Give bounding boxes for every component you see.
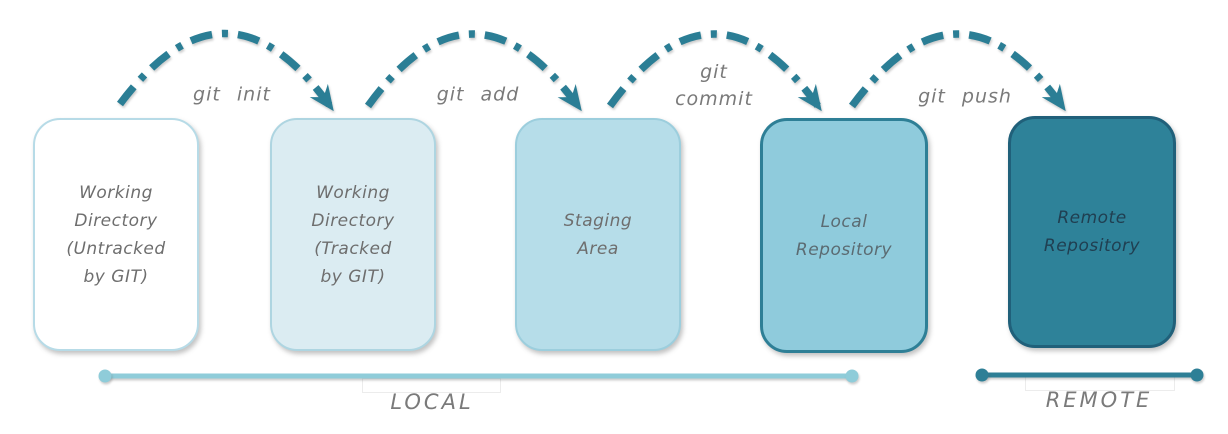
stage-remote-repository: Remote Repository [1008,116,1176,348]
remote-range-dot-left [975,368,989,382]
command-label-git-add: git add [436,83,520,106]
stage-label: Local Repository [795,211,893,260]
remote-region-label: REMOTE [1045,388,1153,412]
stage-label: Staging Area [563,210,633,259]
remote-range-dot-right [1190,368,1204,382]
stage-working-directory-tracked: Working Directory (Tracked by GIT) [270,118,436,351]
stage-staging-area: Staging Area [515,118,681,351]
command-label-git-commit: git commit [675,61,753,110]
local-range-dot-right [845,369,859,383]
stage-label: Working Directory (Tracked by GIT) [311,182,395,287]
local-label-patch [362,378,501,393]
command-label-git-init: git init [193,83,271,106]
stage-working-directory-untracked: Working Directory (Untracked by GIT) [33,118,199,351]
stage-label: Working Directory (Untracked by GIT) [66,182,166,287]
stage-label: Remote Repository [1043,208,1141,256]
command-label-git-push: git push [918,85,1012,108]
stage-local-repository: Local Repository [760,118,928,353]
local-range-dot-left [98,369,112,383]
local-region-label: LOCAL [390,390,474,414]
